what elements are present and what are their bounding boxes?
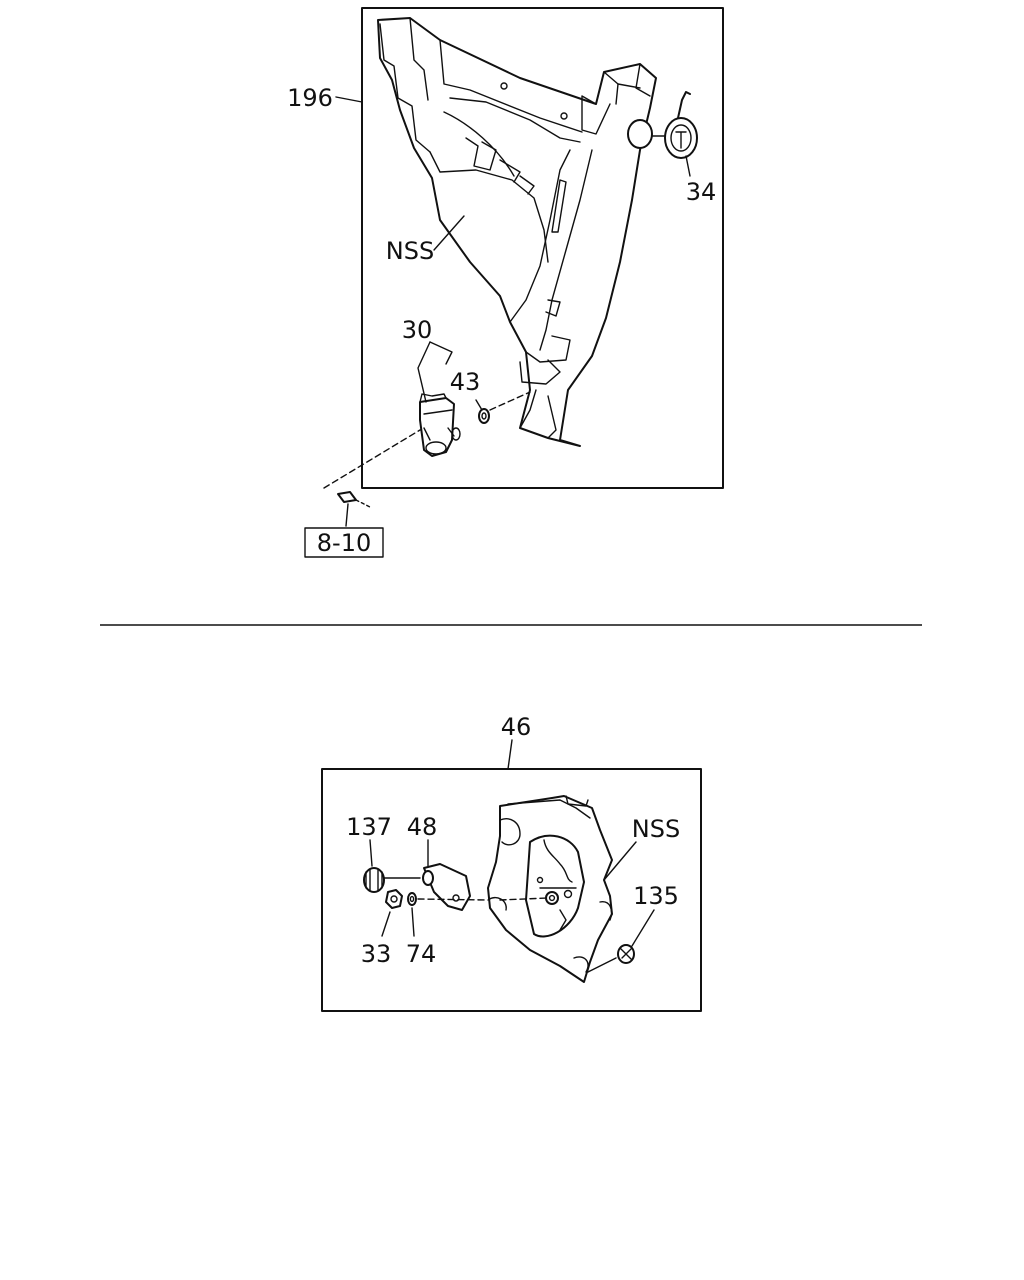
pump-motor-illustration: [419, 393, 461, 457]
label-nss-top: NSS: [386, 237, 434, 265]
label-43: 43: [450, 368, 481, 396]
filler-cap-illustration: [651, 91, 698, 159]
label-34: 34: [686, 178, 717, 206]
label-48: 48: [407, 813, 438, 841]
ref-box: [304, 527, 384, 558]
label-46: 46: [501, 713, 532, 741]
bracket-plate-illustration: [487, 795, 613, 983]
label-196: 196: [287, 84, 333, 112]
label-33: 33: [361, 940, 392, 968]
clip-illustration: [617, 944, 635, 964]
washer-tank-illustration: [377, 17, 657, 447]
bushing-illustration: [363, 867, 421, 893]
nut-illustration: [385, 889, 403, 909]
label-nss-bottom: NSS: [632, 815, 680, 843]
label-74: 74: [406, 940, 437, 968]
bottom-diagram: 46 137 48 NSS 135 33 74: [321, 713, 702, 1012]
top-diagram: 196 NSS 34 30 43 8-10: [287, 7, 724, 558]
top-leader-lines: [323, 96, 691, 527]
label-135: 135: [633, 882, 679, 910]
label-30: 30: [402, 316, 433, 344]
washer-illustration: [407, 892, 417, 906]
label-ref-8-10: 8-10: [317, 529, 371, 557]
grommet-illustration: [478, 408, 490, 424]
bottom-leader-lines: [369, 839, 655, 973]
top-frame: [361, 7, 724, 489]
label-137: 137: [346, 813, 392, 841]
bottom-frame: [321, 768, 702, 1012]
lever-illustration: [422, 863, 471, 911]
tank-inlet-neck: [627, 119, 653, 149]
connector-illustration: [337, 491, 373, 509]
